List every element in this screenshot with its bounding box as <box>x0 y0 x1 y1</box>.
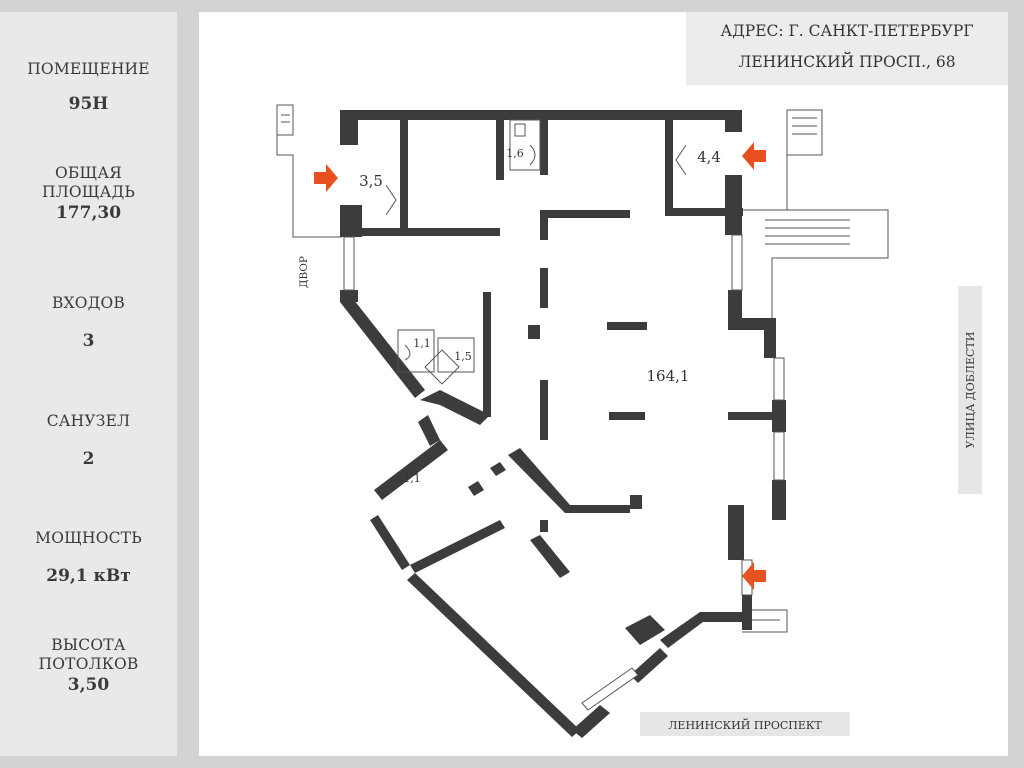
entrances-label: ВХОДОВ <box>51 294 126 312</box>
address-box: АДРЕС: Г. САНКТ-ПЕТЕРБУРГ ЛЕНИНСКИЙ ПРОС… <box>686 12 1008 85</box>
area-info: ОБЩАЯ ПЛОЩАДЬ 177,30 <box>0 164 177 224</box>
panel-divider <box>177 0 199 768</box>
wc-details <box>385 119 687 385</box>
entrance-arrow-left <box>314 164 338 192</box>
power-label: МОЩНОСТЬ <box>35 529 142 547</box>
bathroom-info: САНУЗЕЛ 2 <box>0 412 177 470</box>
porch-lines <box>276 104 889 633</box>
ceiling-value: 3,50 <box>67 675 110 695</box>
room-label-right: 4,4 <box>697 148 721 166</box>
premises-value: 95Н <box>68 94 109 114</box>
ceiling-info: ВЫСОТА ПОТОЛКОВ 3,50 <box>0 636 177 696</box>
ceiling-label-2: ПОТОЛКОВ <box>38 655 139 673</box>
room-label-wc-top: 1,6 <box>506 147 524 160</box>
street-bottom-box <box>640 712 850 736</box>
info-sidebar: ПОМЕЩЕНИЕ 95Н ОБЩАЯ ПЛОЩАДЬ 177,30 ВХОДО… <box>0 12 177 756</box>
room-label-corridor: 1,1 <box>403 472 421 485</box>
floor-plan-panel <box>199 12 1008 756</box>
address-line-2: ЛЕНИНСКИЙ ПРОСП., 68 <box>738 53 956 71</box>
area-label-2: ПЛОЩАДЬ <box>41 183 136 201</box>
address-line-1: АДРЕС: Г. САНКТ-ПЕТЕРБУРГ <box>720 22 974 40</box>
area-label-1: ОБЩАЯ <box>54 164 123 182</box>
premises-label: ПОМЕЩЕНИЕ <box>27 60 150 78</box>
ceiling-label-1: ВЫСОТА <box>51 636 126 654</box>
bathroom-value: 2 <box>82 449 95 469</box>
yard-label: ДВОР <box>298 256 310 288</box>
room-label-wc-2: 1,5 <box>454 350 472 363</box>
room-label-wc-1: 1,1 <box>413 337 431 350</box>
room-label-main: 164,1 <box>647 367 690 385</box>
bathroom-label: САНУЗЕЛ <box>46 412 131 430</box>
room-label-left: 3,5 <box>359 172 383 190</box>
street-label-right: УЛИЦА ДОБЛЕСТИ <box>964 332 977 449</box>
walls <box>340 110 786 738</box>
entrances-info: ВХОДОВ 3 <box>0 294 177 352</box>
entrance-arrow-right <box>742 142 766 170</box>
premises-info: ПОМЕЩЕНИЕ 95Н <box>0 60 177 115</box>
entrance-arrow-bottom <box>742 562 766 590</box>
entrances-value: 3 <box>82 331 95 351</box>
power-info: МОЩНОСТЬ 29,1 кВт <box>0 529 177 587</box>
entrance-arrows <box>314 142 766 590</box>
street-right-box <box>958 286 982 494</box>
street-label-bottom: ЛЕНИНСКИЙ ПРОСПЕКТ <box>668 718 822 732</box>
power-value: 29,1 кВт <box>46 566 131 586</box>
area-value: 177,30 <box>55 203 122 223</box>
